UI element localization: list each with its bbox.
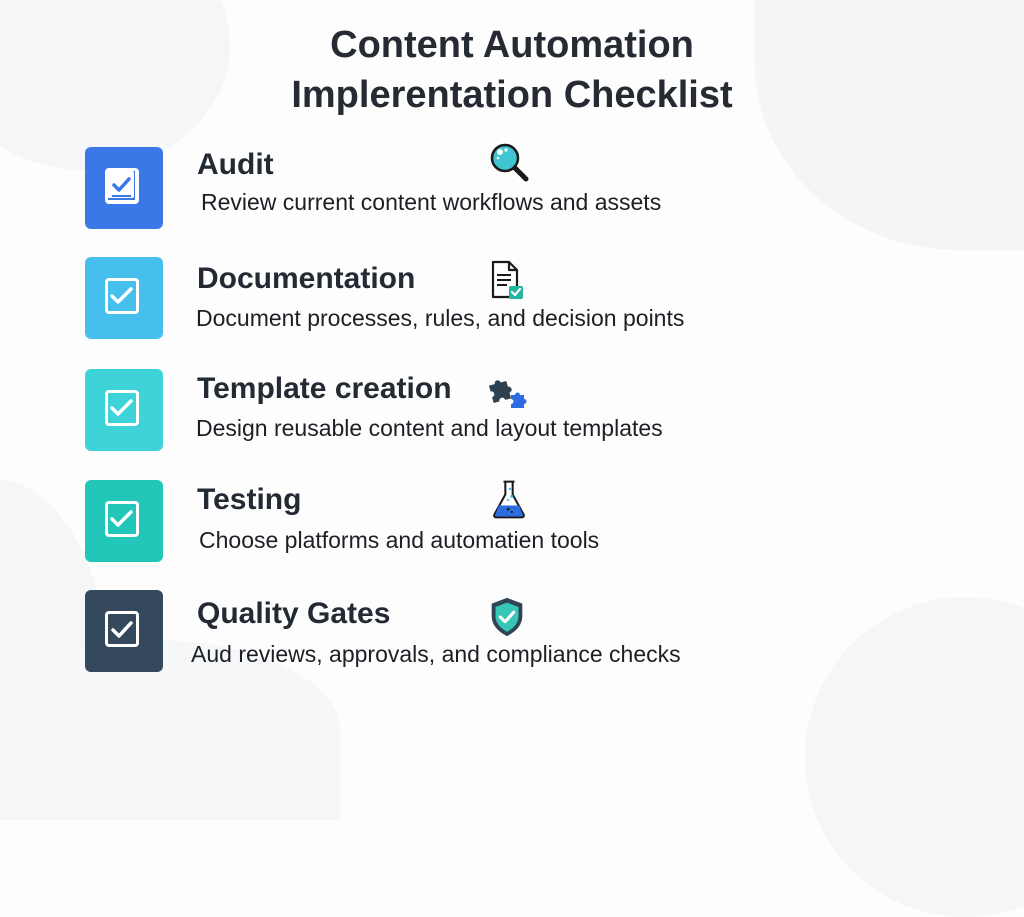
- checklist-item-documentation: Documentation Document processes, rules,…: [85, 257, 785, 339]
- checkbox-frame: [105, 168, 139, 204]
- item-description: Choose platforms and automatien tools: [199, 527, 600, 553]
- checkmark-icon: [110, 399, 133, 416]
- magnifying-glass-icon: [490, 143, 529, 182]
- checkmark-icon: [110, 287, 133, 304]
- checkbox-tile[interactable]: [85, 257, 163, 339]
- flask-icon: [493, 480, 525, 519]
- item-description: Review current content workflows and ass…: [201, 189, 662, 215]
- checkmark-icon: [111, 621, 133, 638]
- checkbox-tile[interactable]: [85, 480, 163, 562]
- checkbox-tile[interactable]: [85, 369, 163, 451]
- item-title: Quality Gates: [197, 597, 391, 630]
- checkbox-tile[interactable]: [85, 590, 163, 672]
- checkbox-frame: [105, 390, 139, 426]
- document-check-icon: [491, 260, 523, 299]
- checkmark-icon: [110, 510, 133, 527]
- checkbox-frame: [105, 611, 139, 647]
- item-description: Design reusable content and layout templ…: [196, 415, 663, 441]
- page-title-line-2: Implerentation Checklist: [291, 74, 733, 116]
- shield-check-icon: [491, 597, 523, 637]
- page-title: Content Automation Implerentation Checkl…: [0, 20, 1024, 120]
- checklist-item-template-creation: Template creation Design reusable conten…: [85, 369, 785, 451]
- checklist-item-testing: Testing Choose platforms and automatien …: [85, 480, 785, 562]
- puzzle-pieces-icon: [488, 380, 527, 408]
- background-shape: [805, 597, 1024, 917]
- checkbox-frame: [105, 278, 139, 314]
- checklist-item-quality-gates: Quality Gates Aud reviews, approvals, an…: [85, 590, 785, 672]
- checklist-item-audit: Audit Review current content workflows a…: [85, 143, 785, 229]
- checkbox-tile[interactable]: [85, 147, 163, 229]
- page-title-line-1: Content Automation: [330, 24, 694, 66]
- item-title: Template creation: [197, 372, 452, 405]
- checkbox-frame: [105, 501, 139, 537]
- checkmark-icon: [107, 171, 134, 198]
- item-description: Document processes, rules, and decision …: [196, 305, 685, 331]
- item-description: Aud reviews, approvals, and compliance c…: [191, 641, 681, 667]
- item-title: Audit: [197, 148, 274, 181]
- item-title: Documentation: [197, 262, 416, 295]
- item-title: Testing: [197, 483, 302, 516]
